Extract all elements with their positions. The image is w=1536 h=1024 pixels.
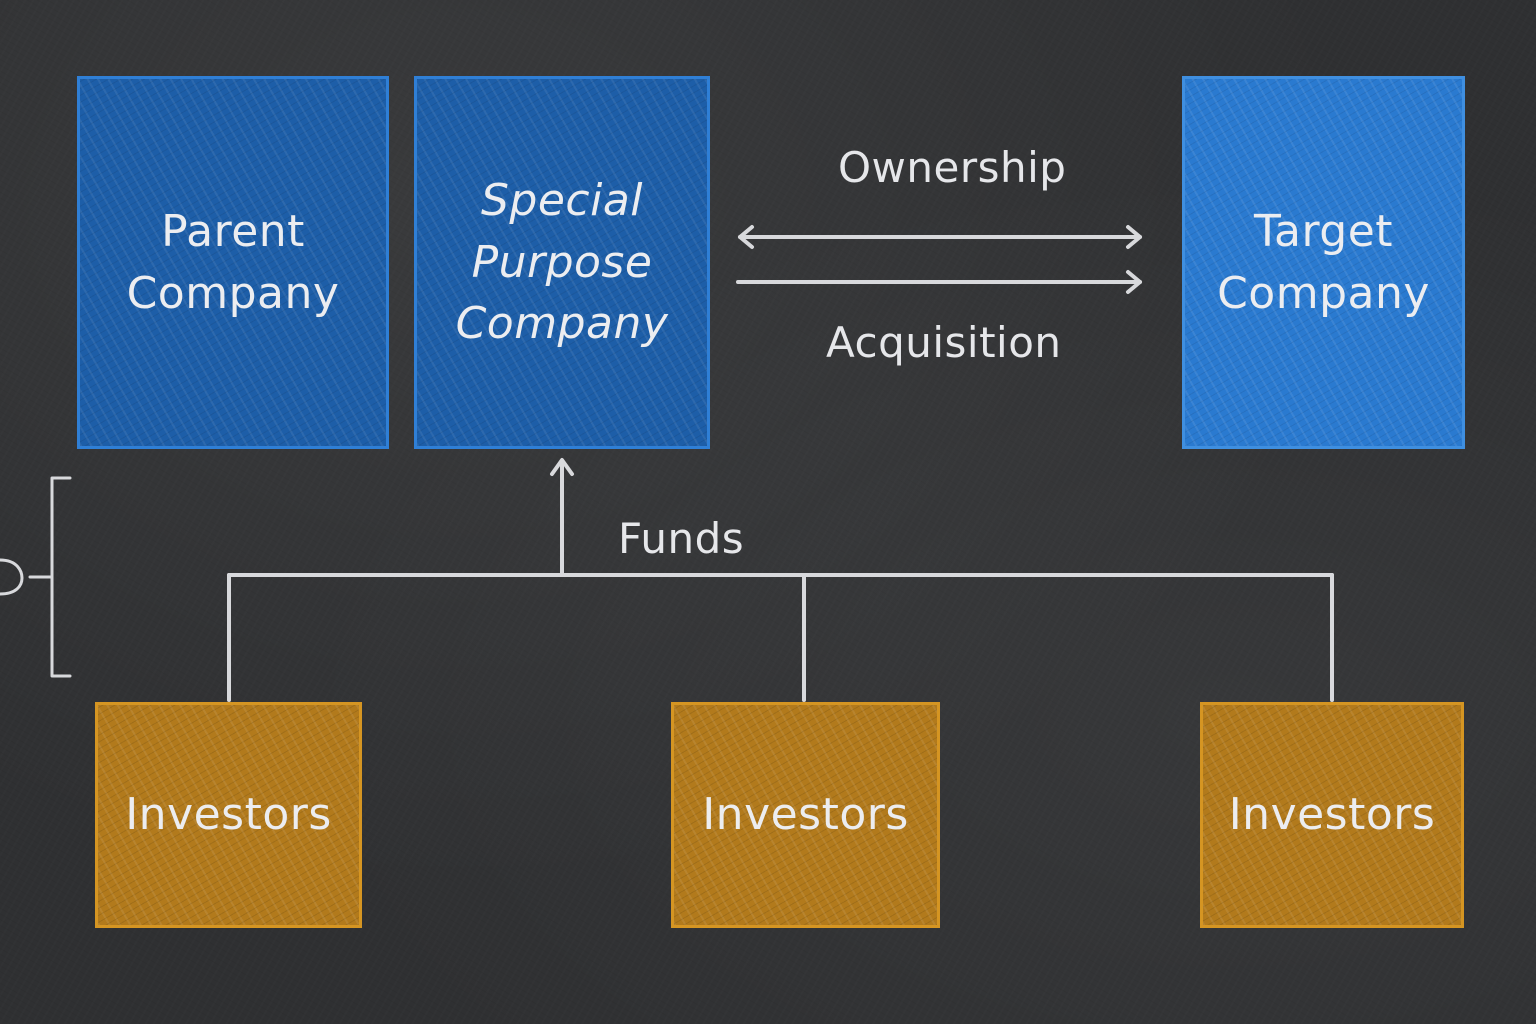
spc-label-line3: Company: [455, 298, 669, 350]
spc-label-line1: Special: [480, 175, 644, 227]
spc-label-line2: Purpose: [471, 236, 653, 288]
investors-box-2: Investors: [671, 702, 940, 928]
acquisition-arrow-head: [1126, 270, 1142, 294]
parent-company-label-line1: Parent: [161, 205, 305, 257]
target-company-label-line1: Target: [1253, 205, 1394, 257]
target-company-label-line2: Company: [1217, 267, 1430, 319]
investors-box-3: Investors: [1200, 702, 1464, 928]
acquisition-label: Acquisition: [826, 318, 1062, 367]
investors-1-label: Investors: [125, 789, 332, 841]
investors-box-1: Investors: [95, 702, 362, 928]
investors-3-label: Investors: [1228, 789, 1436, 841]
ownership-arrow-right-head: [1126, 225, 1142, 249]
parent-company-label-line2: Company: [126, 267, 340, 319]
funds-label: Funds: [618, 514, 745, 563]
ownership-arrow-left-head: [738, 225, 754, 249]
left-bracket: [50, 476, 72, 678]
ownership-label: Ownership: [838, 143, 1067, 192]
funds-arrow-head: [550, 458, 574, 476]
special-purpose-company-box: Special Purpose Company: [414, 76, 710, 449]
parent-company-box: Parent Company: [77, 76, 389, 449]
investors-2-label: Investors: [702, 789, 909, 841]
target-company-box: Target Company: [1182, 76, 1465, 449]
partial-circle-shape: [0, 558, 24, 596]
